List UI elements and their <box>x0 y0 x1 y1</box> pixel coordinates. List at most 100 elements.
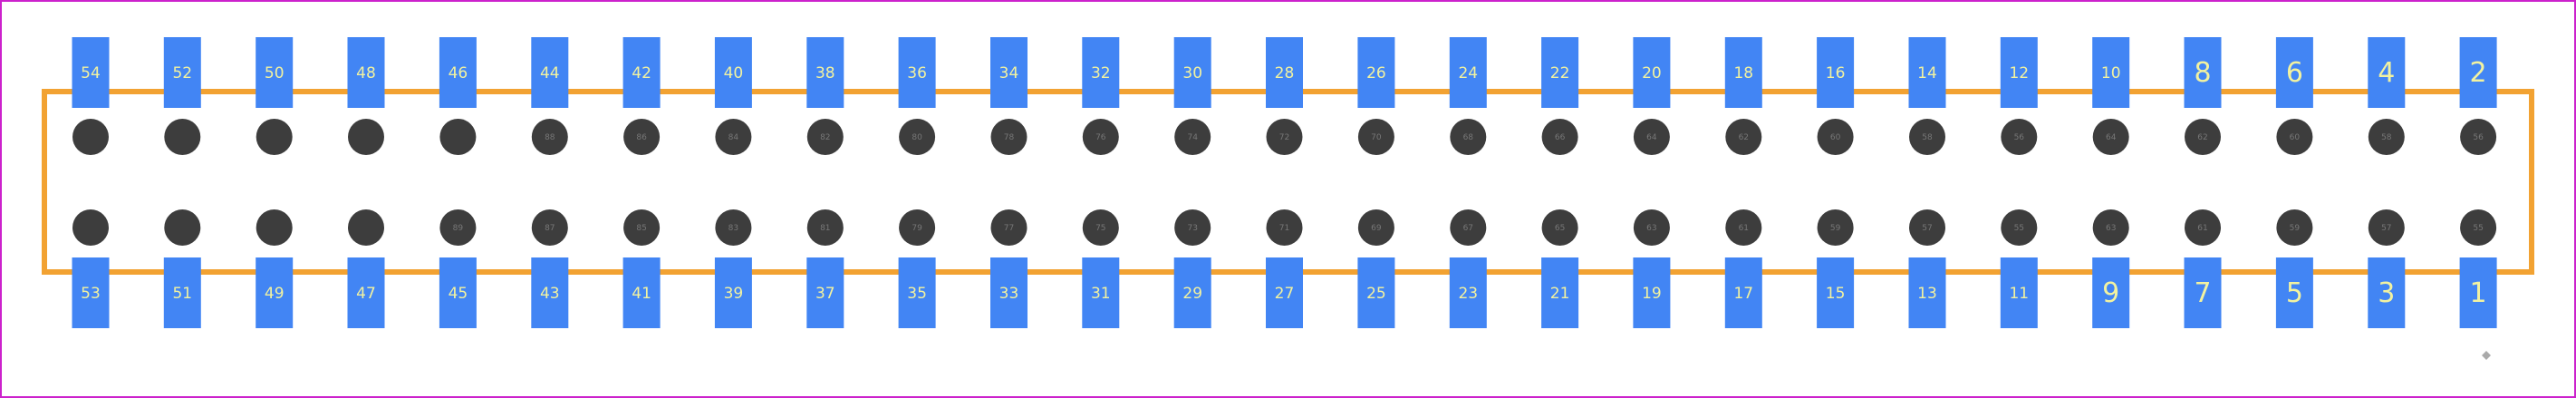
pad-label: 7 <box>2194 277 2211 309</box>
hole-label: 77 <box>1004 224 1014 233</box>
hole-bottom-20 <box>1909 209 1945 246</box>
hole-top-18 <box>1725 119 1762 155</box>
pad-label: 31 <box>1091 285 1111 303</box>
pad-bottom-53 <box>72 257 110 328</box>
pad-label: 3 <box>2378 277 2395 309</box>
hole-bottom-21 <box>2001 209 2038 246</box>
pad-label: 1 <box>2470 277 2487 309</box>
hole-bottom-11 <box>1082 209 1119 246</box>
pad-top-16 <box>1817 37 1855 108</box>
pad-label: 41 <box>632 285 651 303</box>
pad-top-30 <box>1173 37 1211 108</box>
pad-top-4 <box>2368 37 2406 108</box>
hole-label: 62 <box>1739 133 1749 142</box>
pad-bottom-7 <box>2184 257 2222 328</box>
pad-label: 9 <box>2102 277 2119 309</box>
pad-top-46 <box>439 37 477 108</box>
pad-top-34 <box>990 37 1028 108</box>
hole-label: 83 <box>728 224 738 233</box>
pad-bottom-41 <box>622 257 661 328</box>
pad-bottom-25 <box>1357 257 1395 328</box>
hole-top-8 <box>806 119 844 155</box>
hole-bottom-23 <box>2185 209 2221 246</box>
pad-label: 17 <box>1733 285 1753 303</box>
pad-label: 11 <box>2009 285 2029 303</box>
hole-label: 59 <box>2290 224 2301 233</box>
hole-bottom-4 <box>439 209 477 246</box>
pad-bottom-11 <box>2000 257 2038 328</box>
hole-label: 62 <box>2197 133 2207 142</box>
pad-label: 44 <box>540 64 560 83</box>
pad-top-36 <box>898 37 936 108</box>
pad-top-32 <box>1082 37 1120 108</box>
pad-label: 6 <box>2286 57 2303 89</box>
hole-bottom-16 <box>1541 209 1578 246</box>
pad-label: 8 <box>2194 57 2211 89</box>
pad-label: 30 <box>1182 64 1202 83</box>
pad-label: 45 <box>449 285 468 303</box>
pad-top-8 <box>2184 37 2222 108</box>
pad-top-28 <box>1266 37 1303 108</box>
pad-top-2 <box>2459 37 2497 108</box>
pad-label: 16 <box>1826 64 1846 83</box>
pad-bottom-3 <box>2368 257 2406 328</box>
pad-label: 27 <box>1275 285 1295 303</box>
pad-label: 52 <box>172 64 192 83</box>
pad-label: 25 <box>1366 285 1386 303</box>
pad-label: 23 <box>1458 285 1478 303</box>
pad-top-40 <box>714 37 752 108</box>
pad-bottom-47 <box>347 257 385 328</box>
hole-top-11 <box>1082 119 1119 155</box>
hole-label: 56 <box>2014 133 2025 142</box>
hole-top-24 <box>2276 119 2313 155</box>
hole-label: 73 <box>1187 224 1197 233</box>
pad-top-42 <box>622 37 661 108</box>
hole-bottom-2 <box>256 209 293 246</box>
hole-bottom-0 <box>72 209 109 246</box>
pad-label: 36 <box>907 64 927 83</box>
pad-bottom-31 <box>1082 257 1120 328</box>
pad-top-20 <box>1633 37 1671 108</box>
hole-label: 88 <box>545 133 555 142</box>
hole-top-5 <box>531 119 568 155</box>
hole-top-12 <box>1174 119 1211 155</box>
hole-label: 60 <box>2290 133 2301 142</box>
pad-bottom-35 <box>898 257 936 328</box>
pad-label: 24 <box>1458 64 1478 83</box>
hole-label: 58 <box>2381 133 2392 142</box>
pad-bottom-1 <box>2459 257 2497 328</box>
pad-top-50 <box>256 37 294 108</box>
pad-label: 26 <box>1366 64 1386 83</box>
hole-label: 78 <box>1004 133 1015 142</box>
hole-label: 57 <box>1922 224 1932 233</box>
pad-label: 37 <box>815 285 835 303</box>
hole-label: 58 <box>1922 133 1933 142</box>
hole-top-10 <box>990 119 1028 155</box>
pad-top-26 <box>1357 37 1395 108</box>
pad-bottom-29 <box>1173 257 1211 328</box>
pad-bottom-19 <box>1633 257 1671 328</box>
pad-bottom-9 <box>2092 257 2130 328</box>
pad-label: 13 <box>1917 285 1937 303</box>
pad-top-18 <box>1724 37 1762 108</box>
pad-bottom-21 <box>1541 257 1579 328</box>
pad-top-38 <box>806 37 844 108</box>
hole-label: 74 <box>1187 133 1198 142</box>
hole-top-16 <box>1541 119 1578 155</box>
hole-label: 76 <box>1095 133 1106 142</box>
hole-bottom-6 <box>623 209 661 246</box>
pad-label: 21 <box>1550 285 1570 303</box>
pad-label: 51 <box>172 285 192 303</box>
hole-label: 55 <box>2014 224 2024 233</box>
hole-top-7 <box>715 119 752 155</box>
pad-top-14 <box>1908 37 1946 108</box>
pad-bottom-23 <box>1449 257 1487 328</box>
hole-label: 60 <box>1830 133 1841 142</box>
hole-bottom-3 <box>348 209 384 246</box>
hole-label: 79 <box>912 224 922 233</box>
hole-label: 87 <box>545 224 555 233</box>
pad-label: 28 <box>1275 64 1295 83</box>
